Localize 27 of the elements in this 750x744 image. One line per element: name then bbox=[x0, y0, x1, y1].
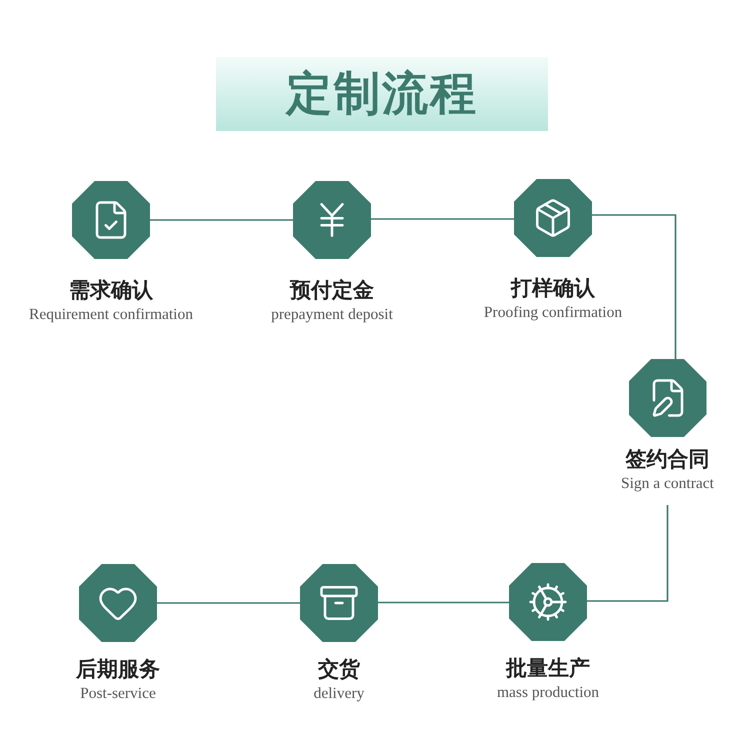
title: 定制流程 bbox=[286, 65, 478, 122]
connector-line bbox=[157, 602, 300, 604]
step-title: 打样确认 bbox=[511, 275, 595, 302]
octagon-badge bbox=[293, 181, 371, 259]
step-title: 后期服务 bbox=[76, 656, 160, 683]
step-title: 签约合同 bbox=[626, 446, 710, 473]
connector-line bbox=[150, 219, 293, 221]
step-subtitle: prepayment deposit bbox=[271, 305, 393, 325]
step-subtitle: Sign a contract bbox=[621, 474, 714, 494]
step-subtitle: delivery bbox=[314, 684, 364, 704]
octagon-badge bbox=[300, 564, 378, 642]
step-subtitle: Requirement confirmation bbox=[29, 305, 193, 325]
connector-line bbox=[587, 505, 668, 602]
step-title: 批量生产 bbox=[506, 655, 590, 682]
octagon-badge bbox=[514, 179, 592, 257]
step-subtitle: Post-service bbox=[80, 684, 156, 704]
step-title: 预付定金 bbox=[290, 277, 374, 304]
octagon-badge bbox=[72, 181, 150, 259]
octagon-badge bbox=[79, 564, 157, 642]
connector-line bbox=[592, 214, 676, 359]
step-subtitle: Proofing confirmation bbox=[484, 303, 622, 323]
connector-line bbox=[371, 218, 514, 220]
step-title: 交货 bbox=[318, 656, 360, 683]
step-subtitle: mass production bbox=[496, 683, 600, 703]
connector-line bbox=[378, 602, 509, 604]
octagon-badge bbox=[509, 563, 587, 641]
step-title: 需求确认 bbox=[69, 277, 153, 304]
